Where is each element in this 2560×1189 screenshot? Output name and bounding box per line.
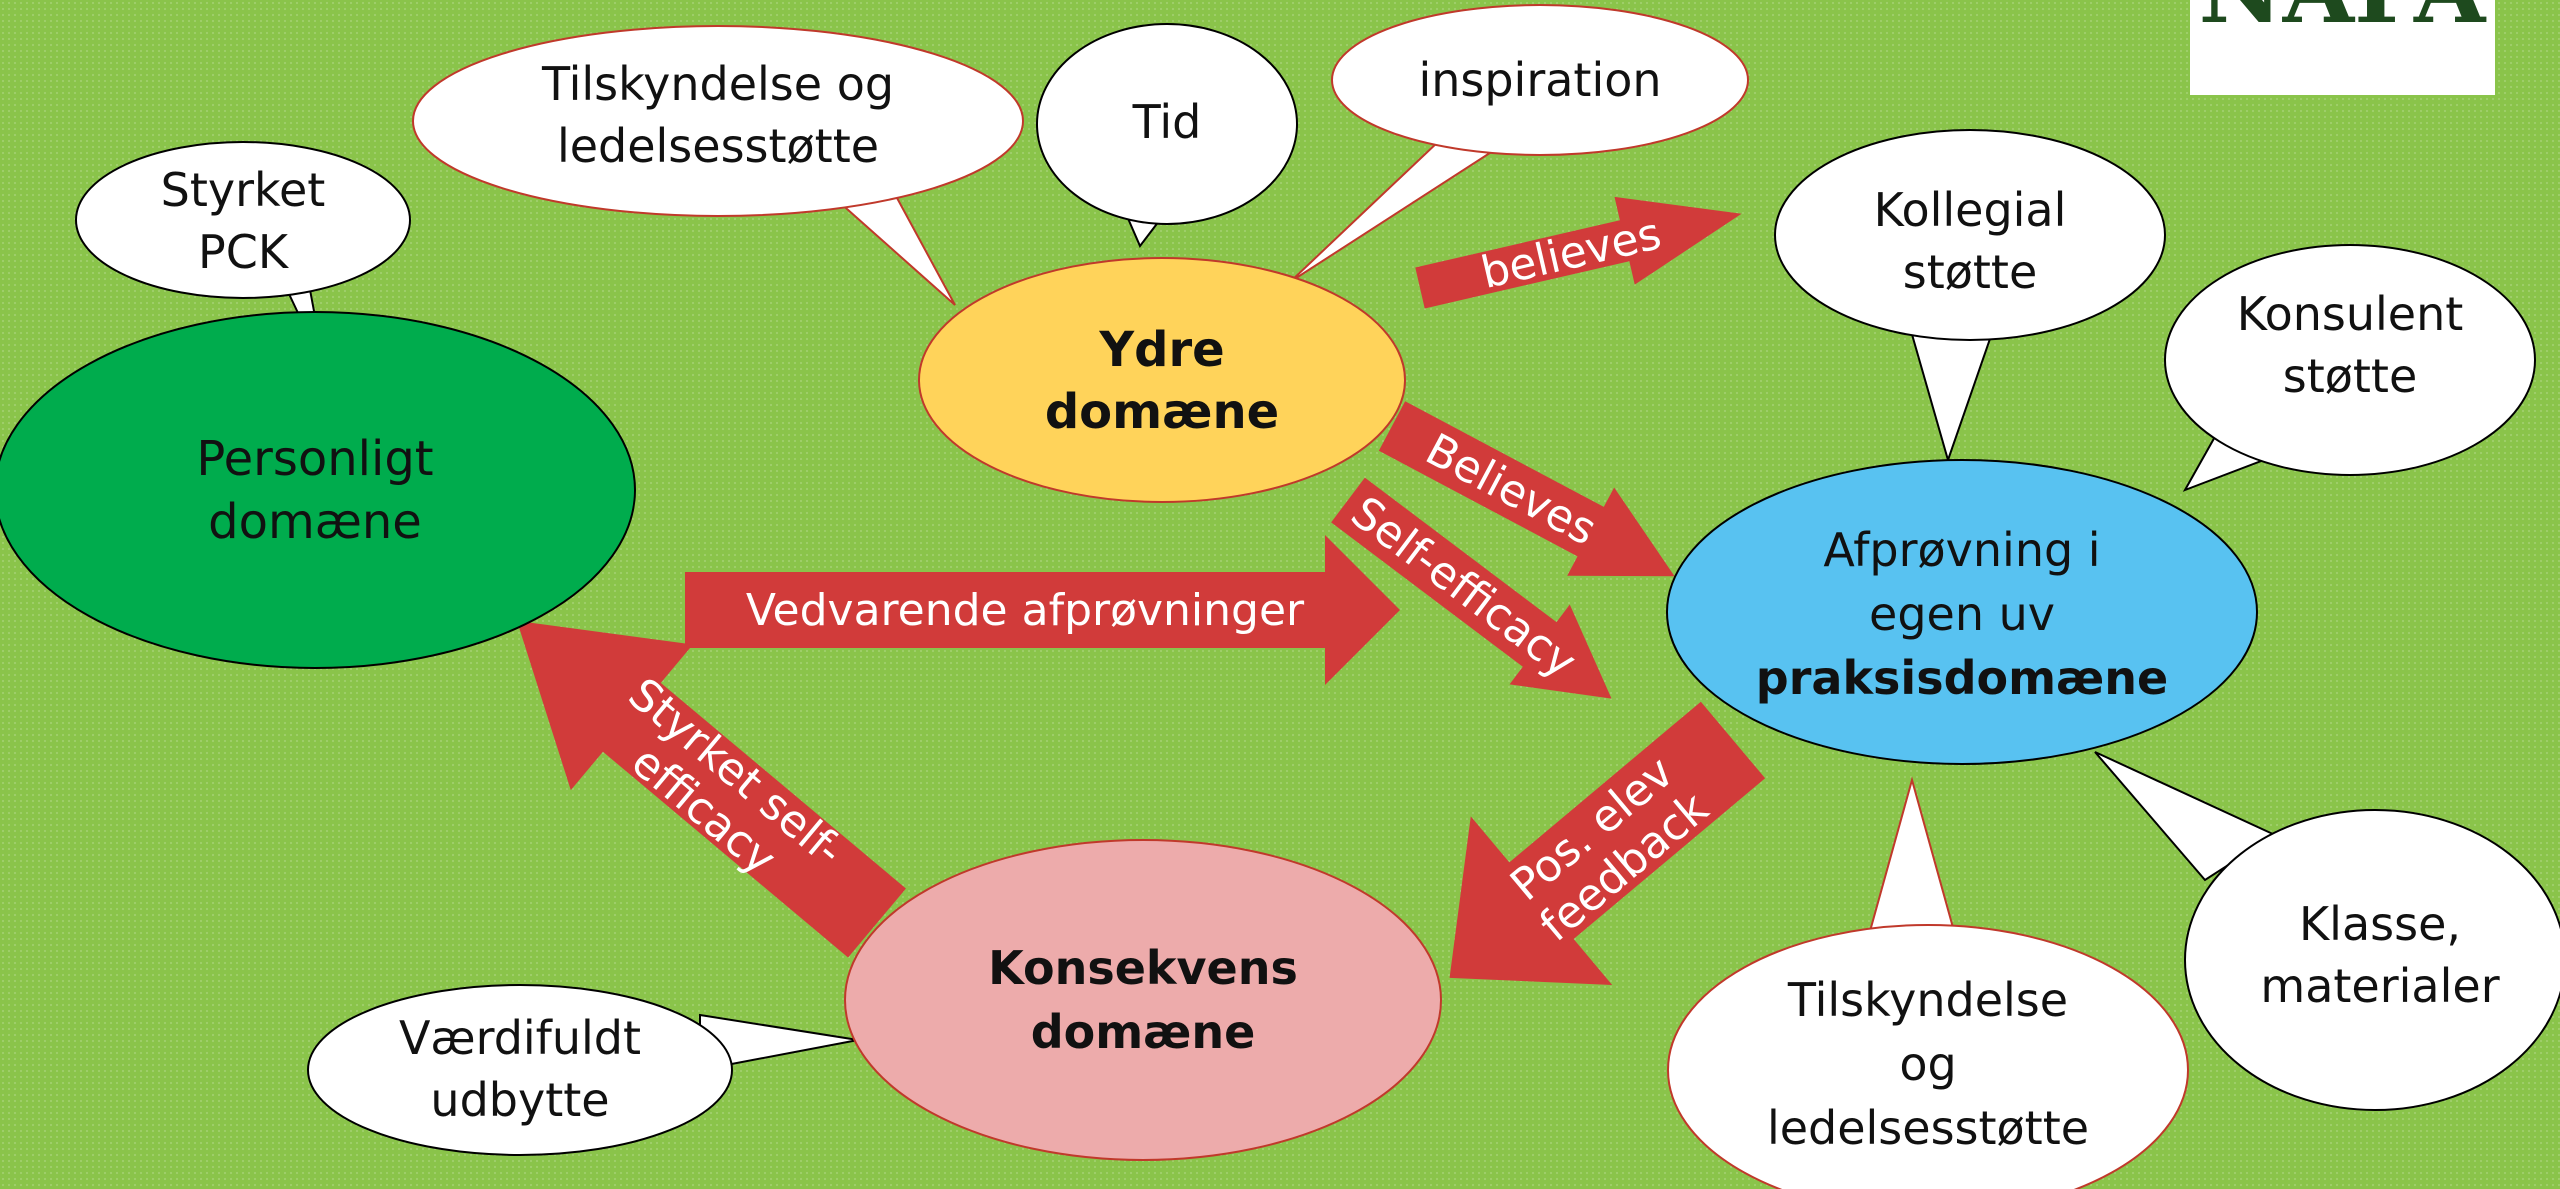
logo: NAFA — [2190, 0, 2495, 95]
arrow-believes-top-label: believes — [1476, 208, 1665, 299]
arrow-believes-top: believes — [1415, 196, 1742, 309]
domains: Personligt domæne Ydre domæne Afprøvning… — [0, 257, 2258, 1161]
callout-styrket-pck-line-1: Styrket — [161, 163, 326, 217]
callout-styrket-pck: Styrket PCK — [75, 141, 411, 371]
arrow-vedvarende-text: Vedvarende afprøvninger — [746, 585, 1305, 636]
domain-personligt: Personligt domæne — [0, 311, 636, 669]
callout-tilskyndelse-bottom: Tilskyndelse og ledelsesstøtte — [1667, 776, 2189, 1189]
callout-tid-text: Tid — [1132, 95, 1202, 149]
callout-konsulent: Konsulent støtte — [2164, 244, 2536, 492]
domain-konsekvens: Konsekvens domæne — [844, 839, 1442, 1161]
callout-klasse: Klasse, materialer — [2094, 751, 2560, 1111]
domain-konsekvens-line-1: Konsekvens — [988, 941, 1298, 995]
callout-konsulent-line-1: Konsulent — [2237, 287, 2464, 341]
callout-tilskyndelse-bottom-line-3: ledelsesstøtte — [1767, 1101, 2089, 1155]
callout-klasse-line-2: materialer — [2260, 959, 2499, 1013]
domain-praksis-line-3: praksisdomæne — [1756, 651, 2168, 705]
callout-tid: Tid — [1036, 23, 1298, 248]
callout-vaerdifuldt-line-1: Værdifuldt — [399, 1011, 641, 1065]
logo-text: NAFA — [2199, 0, 2487, 44]
callout-klasse-line-1: Klasse, — [2299, 897, 2461, 951]
callout-styrket-pck-line-2: PCK — [198, 225, 290, 279]
domain-ydre-line-1: Ydre — [1098, 322, 1224, 378]
callout-tilskyndelse-top-line-1: Tilskyndelse og — [541, 57, 894, 111]
arrow-believes-label: Believes — [1417, 424, 1604, 556]
domain-konsekvens-line-2: domæne — [1031, 1005, 1256, 1059]
callout-kollegial: Kollegial støtte — [1774, 129, 2166, 464]
callout-inspiration: inspiration — [1289, 4, 1749, 283]
domain-ydre: Ydre domæne — [918, 257, 1406, 503]
domain-ydre-line-2: domæne — [1045, 384, 1279, 440]
callout-konsulent-line-2: støtte — [2283, 349, 2418, 403]
callout-kollegial-line-2: støtte — [1903, 245, 2038, 299]
callout-vaerdifuldt-line-2: udbytte — [430, 1073, 609, 1127]
domain-personligt-line-2: domæne — [208, 494, 422, 550]
callout-kollegial-line-1: Kollegial — [1874, 183, 2067, 237]
callout-inspiration-text: inspiration — [1418, 53, 1661, 107]
domain-personligt-line-1: Personligt — [196, 431, 433, 487]
domain-praksis-line-1: Afprøvning i — [1823, 523, 2100, 577]
callout-tilskyndelse-bottom-line-2: og — [1899, 1037, 1956, 1091]
callout-tilskyndelse-top: Tilskyndelse og ledelsesstøtte — [412, 25, 1024, 306]
callouts: Styrket PCK Tilskyndelse og ledelsesstøt… — [75, 4, 2560, 1189]
domain-praksis: Afprøvning i egen uv praksisdomæne — [1666, 459, 2258, 765]
callout-tilskyndelse-top-line-2: ledelsesstøtte — [557, 119, 879, 173]
callout-vaerdifuldt: Værdifuldt udbytte — [307, 984, 859, 1156]
callout-tilskyndelse-bottom-line-1: Tilskyndelse — [1787, 973, 2068, 1027]
arrow-vedvarende: Vedvarende afprøvninger — [685, 535, 1400, 685]
domain-praksis-line-2: egen uv — [1869, 587, 2055, 641]
